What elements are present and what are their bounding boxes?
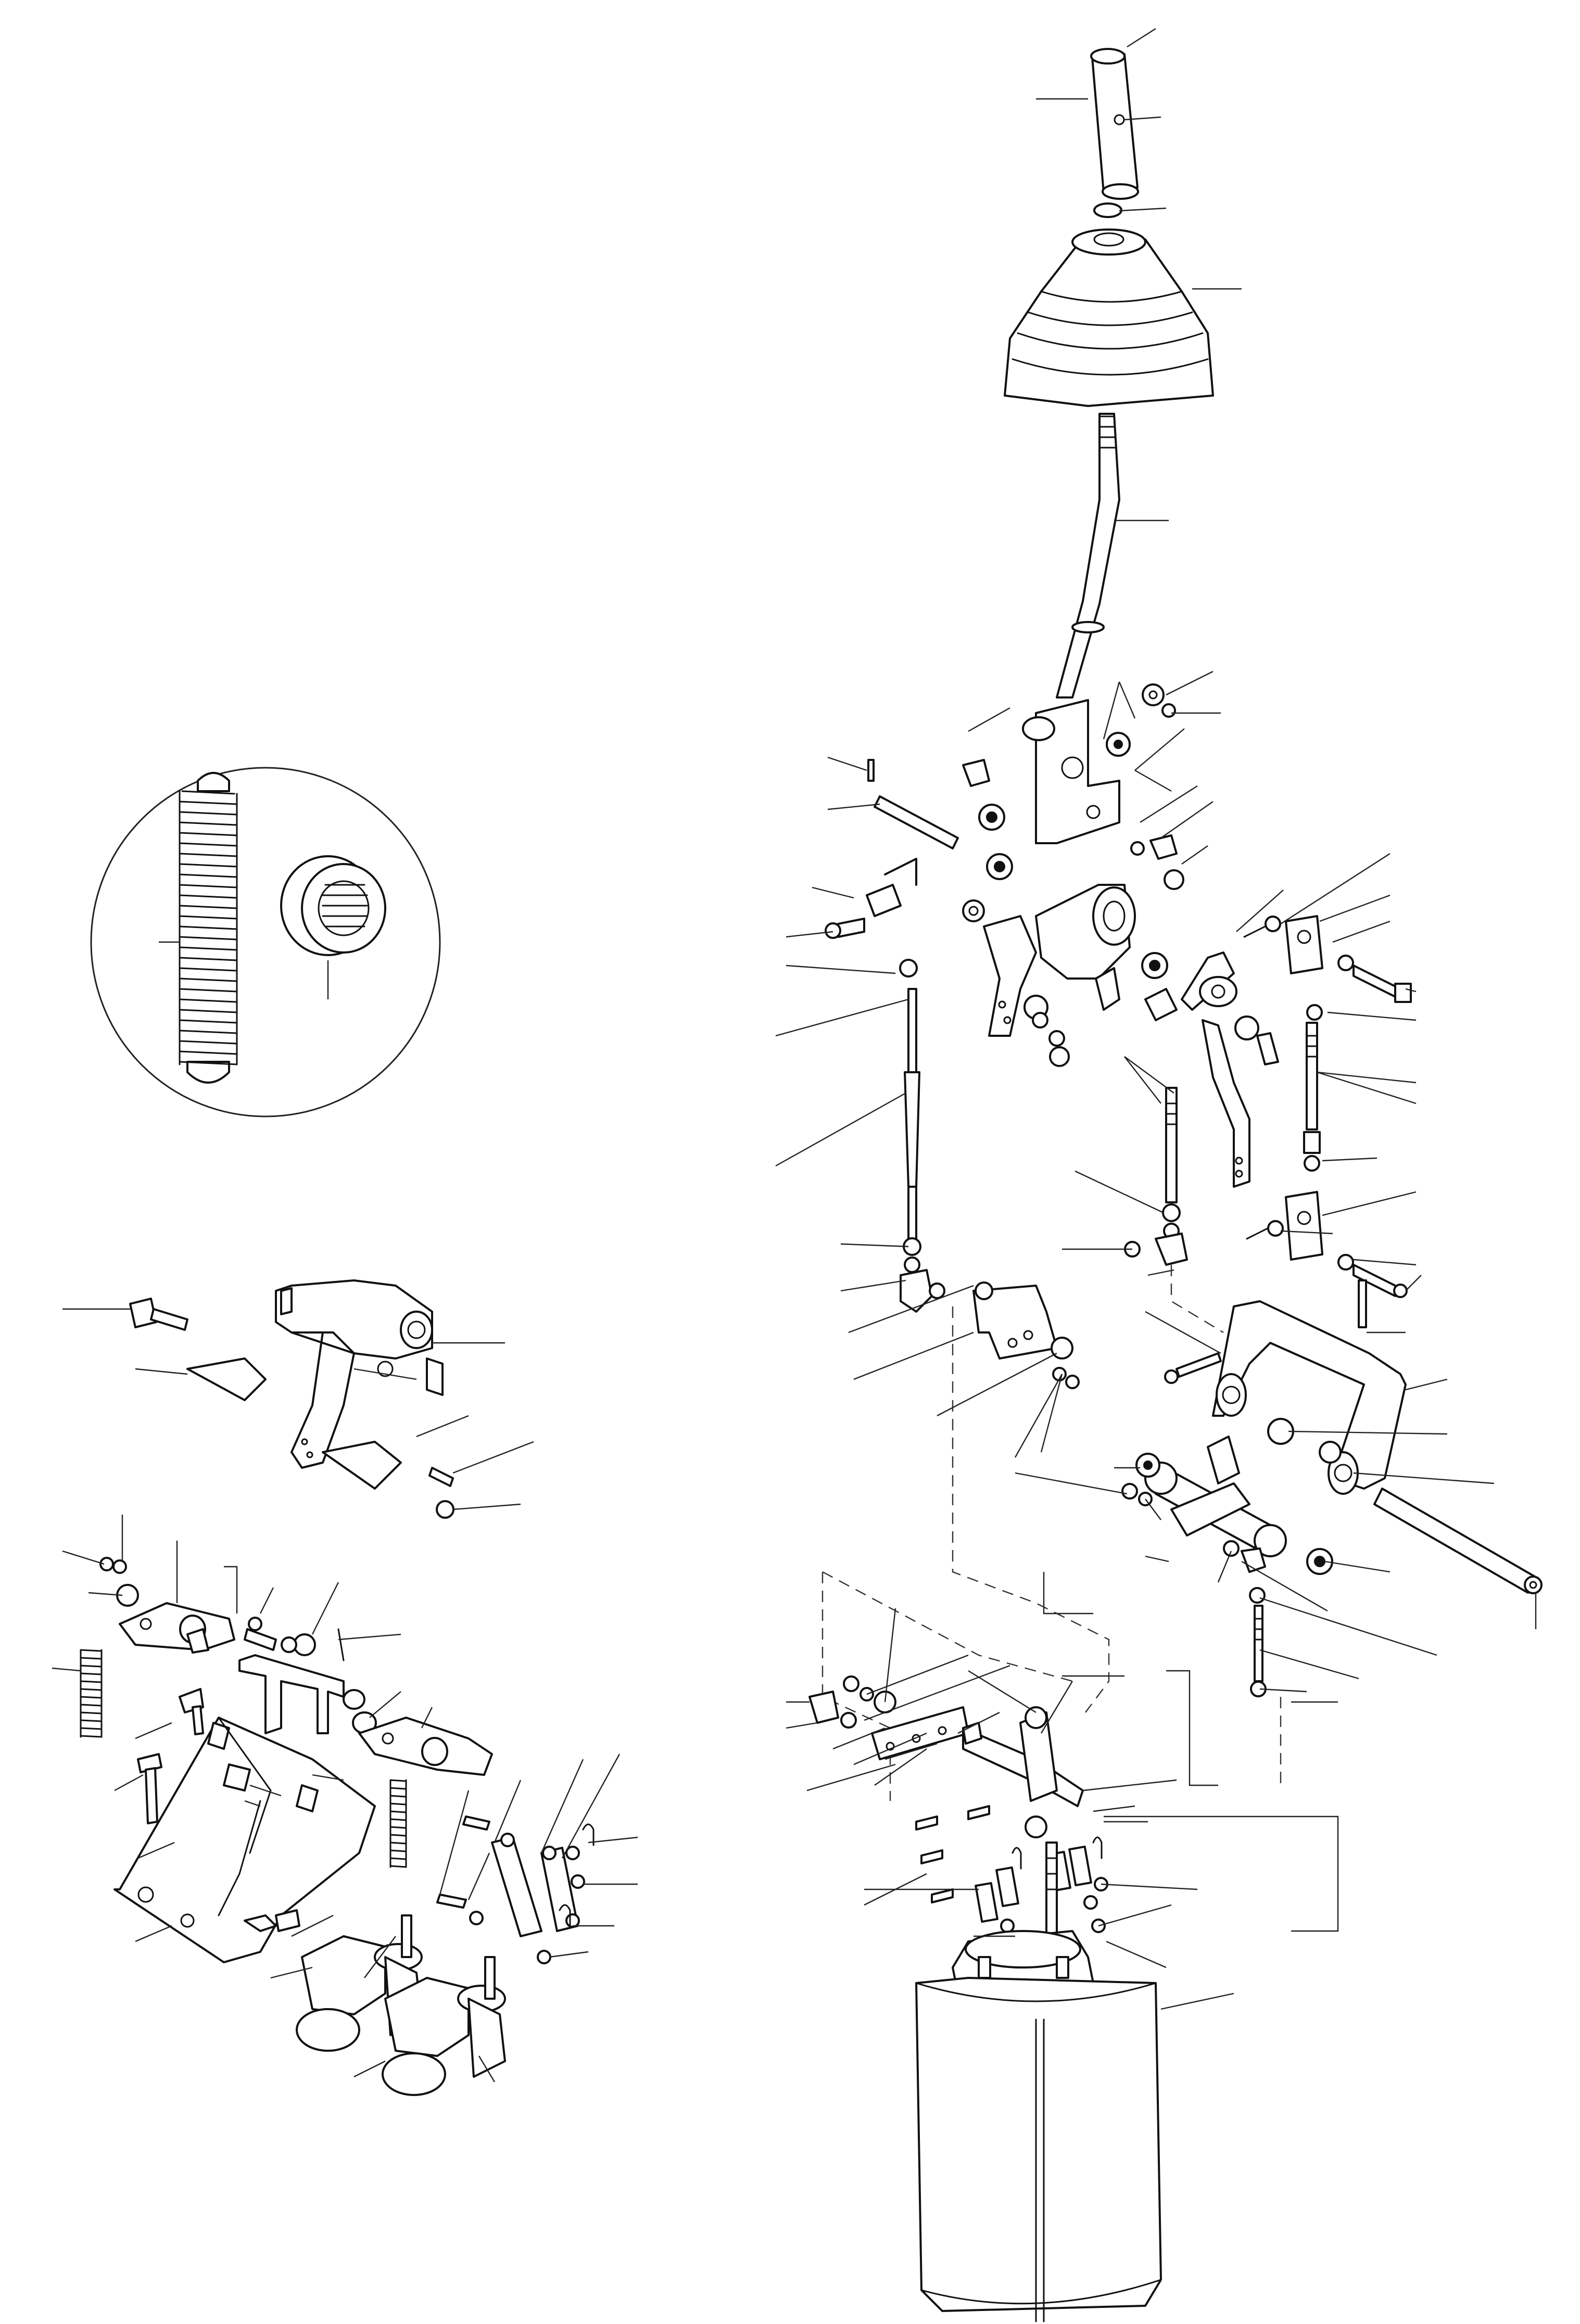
control-knob [1090,48,1139,200]
washer-right-lower [1267,1220,1284,1237]
dashed-reference-line-a [952,1306,1110,1713]
detail-inset [90,767,441,1117]
tension-spring-right [389,1779,407,1868]
nuts-cross-shaft [1121,1441,1342,1575]
leader-lines [52,28,1537,2082]
tie-rod-right-upper [1303,1022,1321,1172]
nut-center-b [1048,1030,1065,1047]
nut-left-b [112,1559,127,1574]
valve-spool-block [962,1706,1084,1838]
small-wedge [962,759,990,787]
needle-bearing-icon [280,855,386,956]
locknuts-upper [962,683,1176,979]
wing-nut-right [244,1914,277,1932]
lever-hub [1144,1436,1287,1557]
studs-and-clips [915,1805,1108,1949]
pedal-shaft-bracket [238,1654,377,1734]
pedal-arm-housing [275,1279,444,1469]
roll-pin [867,759,875,782]
pivot-pin [874,795,959,849]
nut-right-mid [1306,1004,1323,1021]
washer-left-center-b [1065,1375,1080,1389]
pedal-links [436,1815,595,1964]
nut-center-a [1032,1012,1048,1028]
clip-pin-right-lower [1246,1227,1269,1240]
bolt-left-middle [244,1628,316,1656]
wedge-plate-left [186,1357,267,1401]
bushing-right-a [1234,1015,1259,1040]
clip-pin-right-top [1243,925,1266,938]
floor-mount-plate [113,1717,376,1963]
bolt-frame [1164,1352,1222,1384]
tension-spring-left [80,1649,103,1738]
rubber-boot [1004,228,1214,407]
nut-left-top [436,1500,454,1519]
tie-rod-center [1124,1087,1188,1266]
bolt-left-lower [179,1688,204,1735]
washer-left-center-a [1052,1367,1067,1381]
nut-left-c [248,1617,262,1631]
bolt-left-top [129,1298,188,1331]
frame-pin [1358,1279,1367,1328]
ball-joint-upper-right [1130,834,1184,890]
ball-joint-lower-left [808,1675,874,1729]
bushing-left-center [1051,1337,1073,1360]
bolt-long-left [137,1753,162,1824]
dashed-reference-line-c [822,1571,1073,1682]
tie-rod-left-long [899,959,945,1313]
cross-shaft [1373,1488,1543,1594]
hydraulic-reservoir [915,1930,1162,2322]
knob-nut [1093,202,1122,218]
dashed-reference-line-b [821,1572,891,1801]
dashed-reference-line-d [1170,1265,1224,1334]
clevis-right-lower [1285,1191,1323,1261]
pivot-housing [983,884,1136,1037]
bolt-right-top [1337,955,1412,1003]
pedal-lever-upper [119,1602,235,1654]
rocker-arm-right [1144,951,1250,1188]
brake-valve-right [382,1956,506,2096]
wedge-plate-center [322,1441,402,1490]
bolt-right-lower [1337,1254,1408,1298]
pin-small-left [428,1467,454,1487]
bushing-right-b [1256,1032,1279,1065]
pivot-bracket-upper [1022,699,1120,844]
clevis-right-top [1285,915,1323,974]
u-bracket-left [972,1281,1058,1360]
main-frame [1212,1300,1407,1495]
pedal-lever-lower [358,1717,493,1776]
bushing-center [1049,1046,1070,1067]
spring-icon [179,772,238,1084]
bolt-and-bracket-left [825,858,917,939]
gear-lever-shaft [1056,413,1120,699]
tie-rod-right-lower [1241,1547,1267,1697]
cotter-pin-left [337,1628,345,1661]
washer-right-top [1265,916,1281,932]
